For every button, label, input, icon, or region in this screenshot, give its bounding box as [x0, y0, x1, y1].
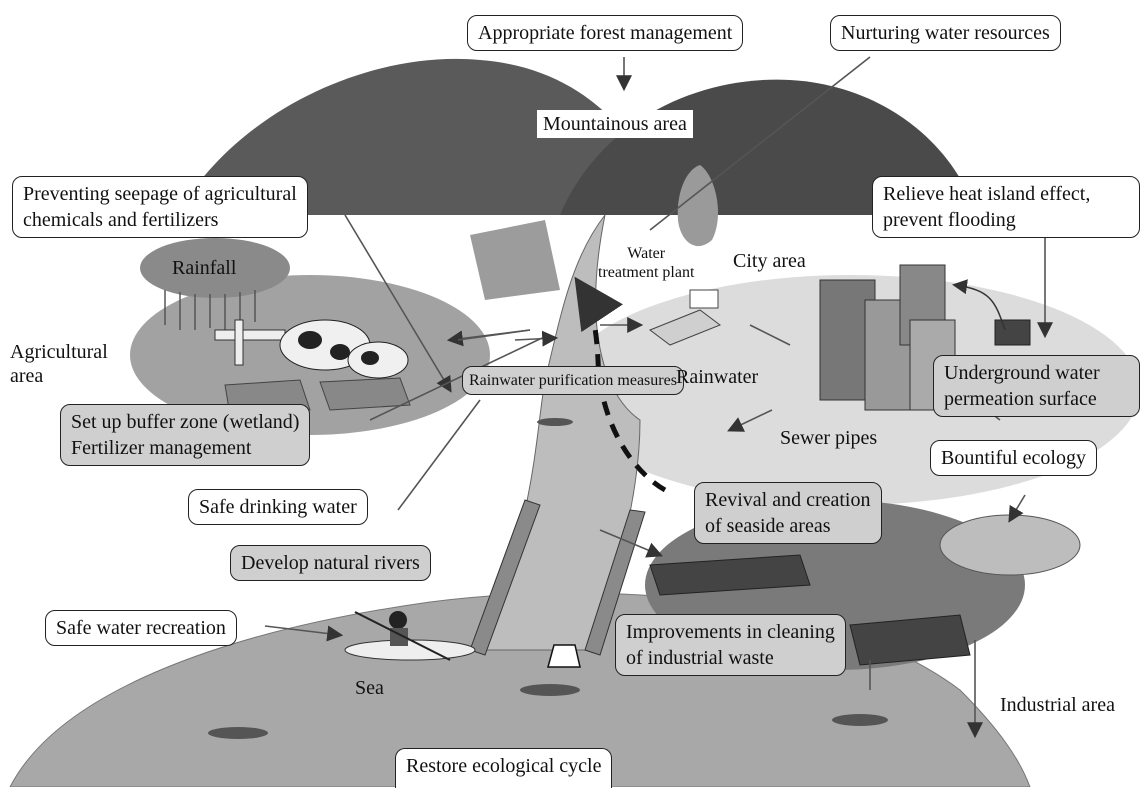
natural-rivers-text: Develop natural rivers: [241, 552, 420, 574]
fish-icons: [208, 418, 888, 739]
plant-building: [689, 289, 719, 309]
heat-arrow-curve: [952, 279, 1006, 331]
bountiful-ecology-box: Bountiful ecology: [930, 440, 1097, 476]
water-treatment-plant-label-1: Water: [627, 245, 666, 262]
seaside-revival-box: Revival and creation of seaside areas: [694, 482, 882, 544]
rainwater-purification-text: Rainwater purification measures: [469, 372, 677, 389]
rain-cloud: [140, 238, 290, 298]
forest-plot: [470, 220, 560, 300]
agricultural-area-label: Agricultural area: [10, 340, 108, 388]
underground-water-box: Underground water permeation surface: [933, 355, 1140, 417]
dam-icon: [547, 644, 581, 668]
forest-management-text: Appropriate forest management: [478, 22, 733, 44]
river-levee-right: [584, 509, 646, 656]
sea-label: Sea: [355, 677, 384, 699]
rainfall-label: Rainfall: [172, 257, 237, 279]
industrial-waste-text-2: of industrial waste: [626, 647, 774, 669]
restore-cycle-text: Restore ecological cycle: [406, 755, 602, 777]
forest-management-box: Appropriate forest management: [467, 15, 744, 51]
rainwater-label: Rainwater: [676, 366, 759, 388]
natural-rivers-box: Develop natural rivers: [230, 545, 431, 581]
kayaker-icon: [344, 611, 476, 661]
water-treatment-plant-label-2: treatment plant: [598, 264, 695, 281]
seaside-revival-text-1: Revival and creation: [705, 489, 871, 511]
seaside-revival-text-2: of seaside areas: [705, 515, 831, 537]
water-treatment-plant: [648, 309, 722, 346]
safe-drinking-water-text: Safe drinking water: [199, 496, 357, 518]
seepage-box: Preventing seepage of agricultural chemi…: [12, 176, 308, 238]
safe-drinking-water-box: Safe drinking water: [188, 489, 368, 525]
safe-water-recreation-text: Safe water recreation: [56, 617, 226, 639]
industrial-waste-box: Improvements in cleaning of industrial w…: [615, 614, 846, 676]
seepage-text-2: chemicals and fertilizers: [23, 209, 219, 231]
city-area-label: City area: [733, 250, 806, 272]
restore-cycle-box: Restore ecological cycle: [395, 748, 613, 788]
river-levee-left: [469, 499, 541, 656]
mountainous-area-label: Mountainous area: [537, 110, 693, 138]
cows: [214, 319, 409, 379]
bountiful-ecology-text: Bountiful ecology: [941, 447, 1086, 469]
seepage-text-1: Preventing seepage of agricultural: [23, 183, 297, 205]
heat-island-text-1: Relieve heat island effect,: [883, 183, 1091, 205]
rainwater-purification-box: Rainwater purification measures: [462, 366, 684, 395]
heat-island-box: Relieve heat island effect, prevent floo…: [872, 176, 1140, 238]
industrial-area-label: Industrial area: [1000, 694, 1115, 716]
ecology-pond: [939, 514, 1081, 576]
heat-island-text-2: prevent flooding: [883, 209, 1016, 231]
agricultural-area-label-2: area: [10, 365, 44, 387]
agricultural-area-label-1: Agricultural: [10, 341, 108, 363]
buffer-zone-box: Set up buffer zone (wetland) Fertilizer …: [60, 404, 311, 466]
safe-water-recreation-box: Safe water recreation: [45, 610, 237, 646]
mountain-left: [180, 58, 650, 215]
water-treatment-plant-label: Water treatment plant: [598, 244, 694, 282]
underground-water-text-1: Underground water: [944, 362, 1100, 384]
nurturing-water-box: Nurturing water resources: [830, 15, 1061, 51]
industrial-facilities: [649, 554, 971, 666]
buffer-zone-text-1: Set up buffer zone (wetland): [71, 411, 300, 433]
nurturing-water-text: Nurturing water resources: [841, 22, 1050, 44]
sewer-pipes-label: Sewer pipes: [780, 427, 878, 449]
industrial-waste-text-1: Improvements in cleaning: [626, 621, 835, 643]
underground-water-text-2: permeation surface: [944, 388, 1097, 410]
water-flow-dashed: [574, 276, 667, 493]
buffer-zone-text-2: Fertilizer management: [71, 437, 252, 459]
